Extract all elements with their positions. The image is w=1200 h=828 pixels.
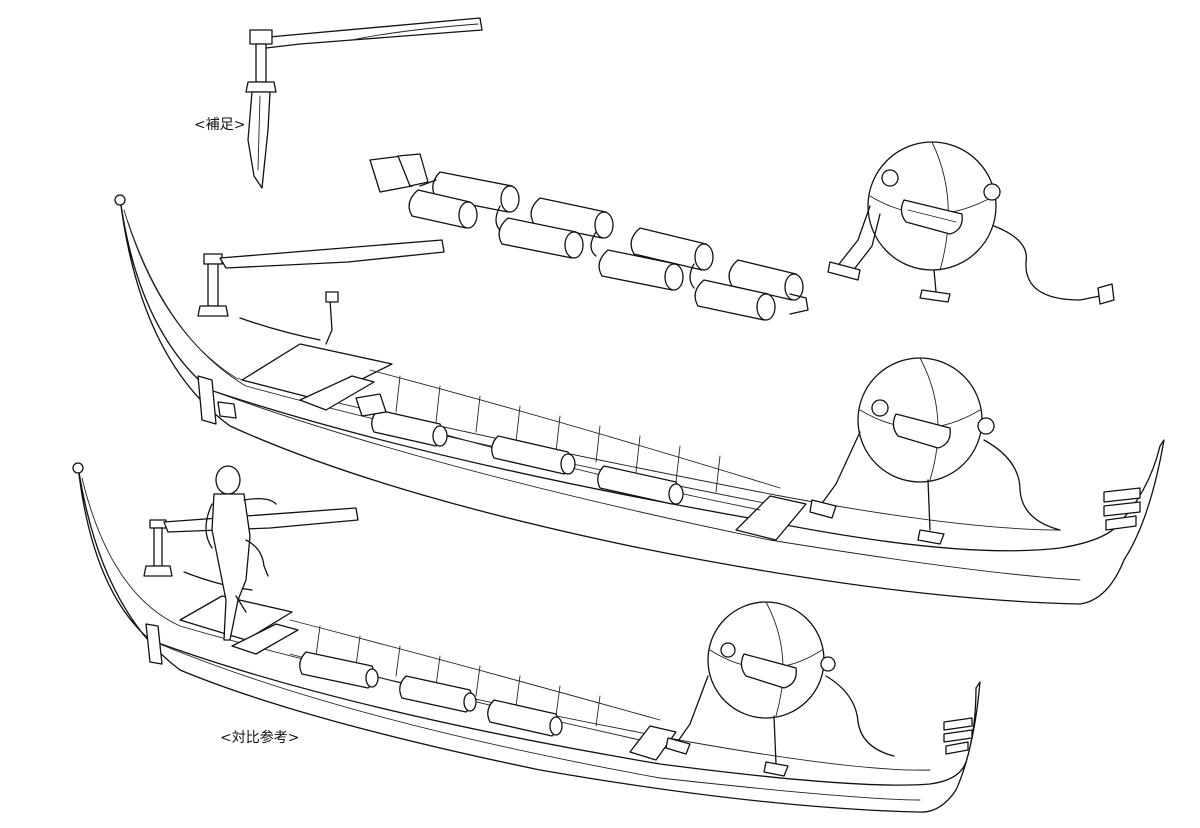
comparison-label: <対比参考>	[220, 730, 300, 746]
supplement-label: <補足>	[194, 117, 246, 133]
roller-chain-detail	[369, 153, 809, 321]
human-scale-figure	[205, 465, 277, 641]
gondola-main-view	[114, 194, 1165, 605]
gondola-comparison-view	[72, 462, 981, 813]
spherical-robot-head-detail	[827, 141, 1115, 305]
oar-and-forcola-detail	[245, 17, 483, 189]
